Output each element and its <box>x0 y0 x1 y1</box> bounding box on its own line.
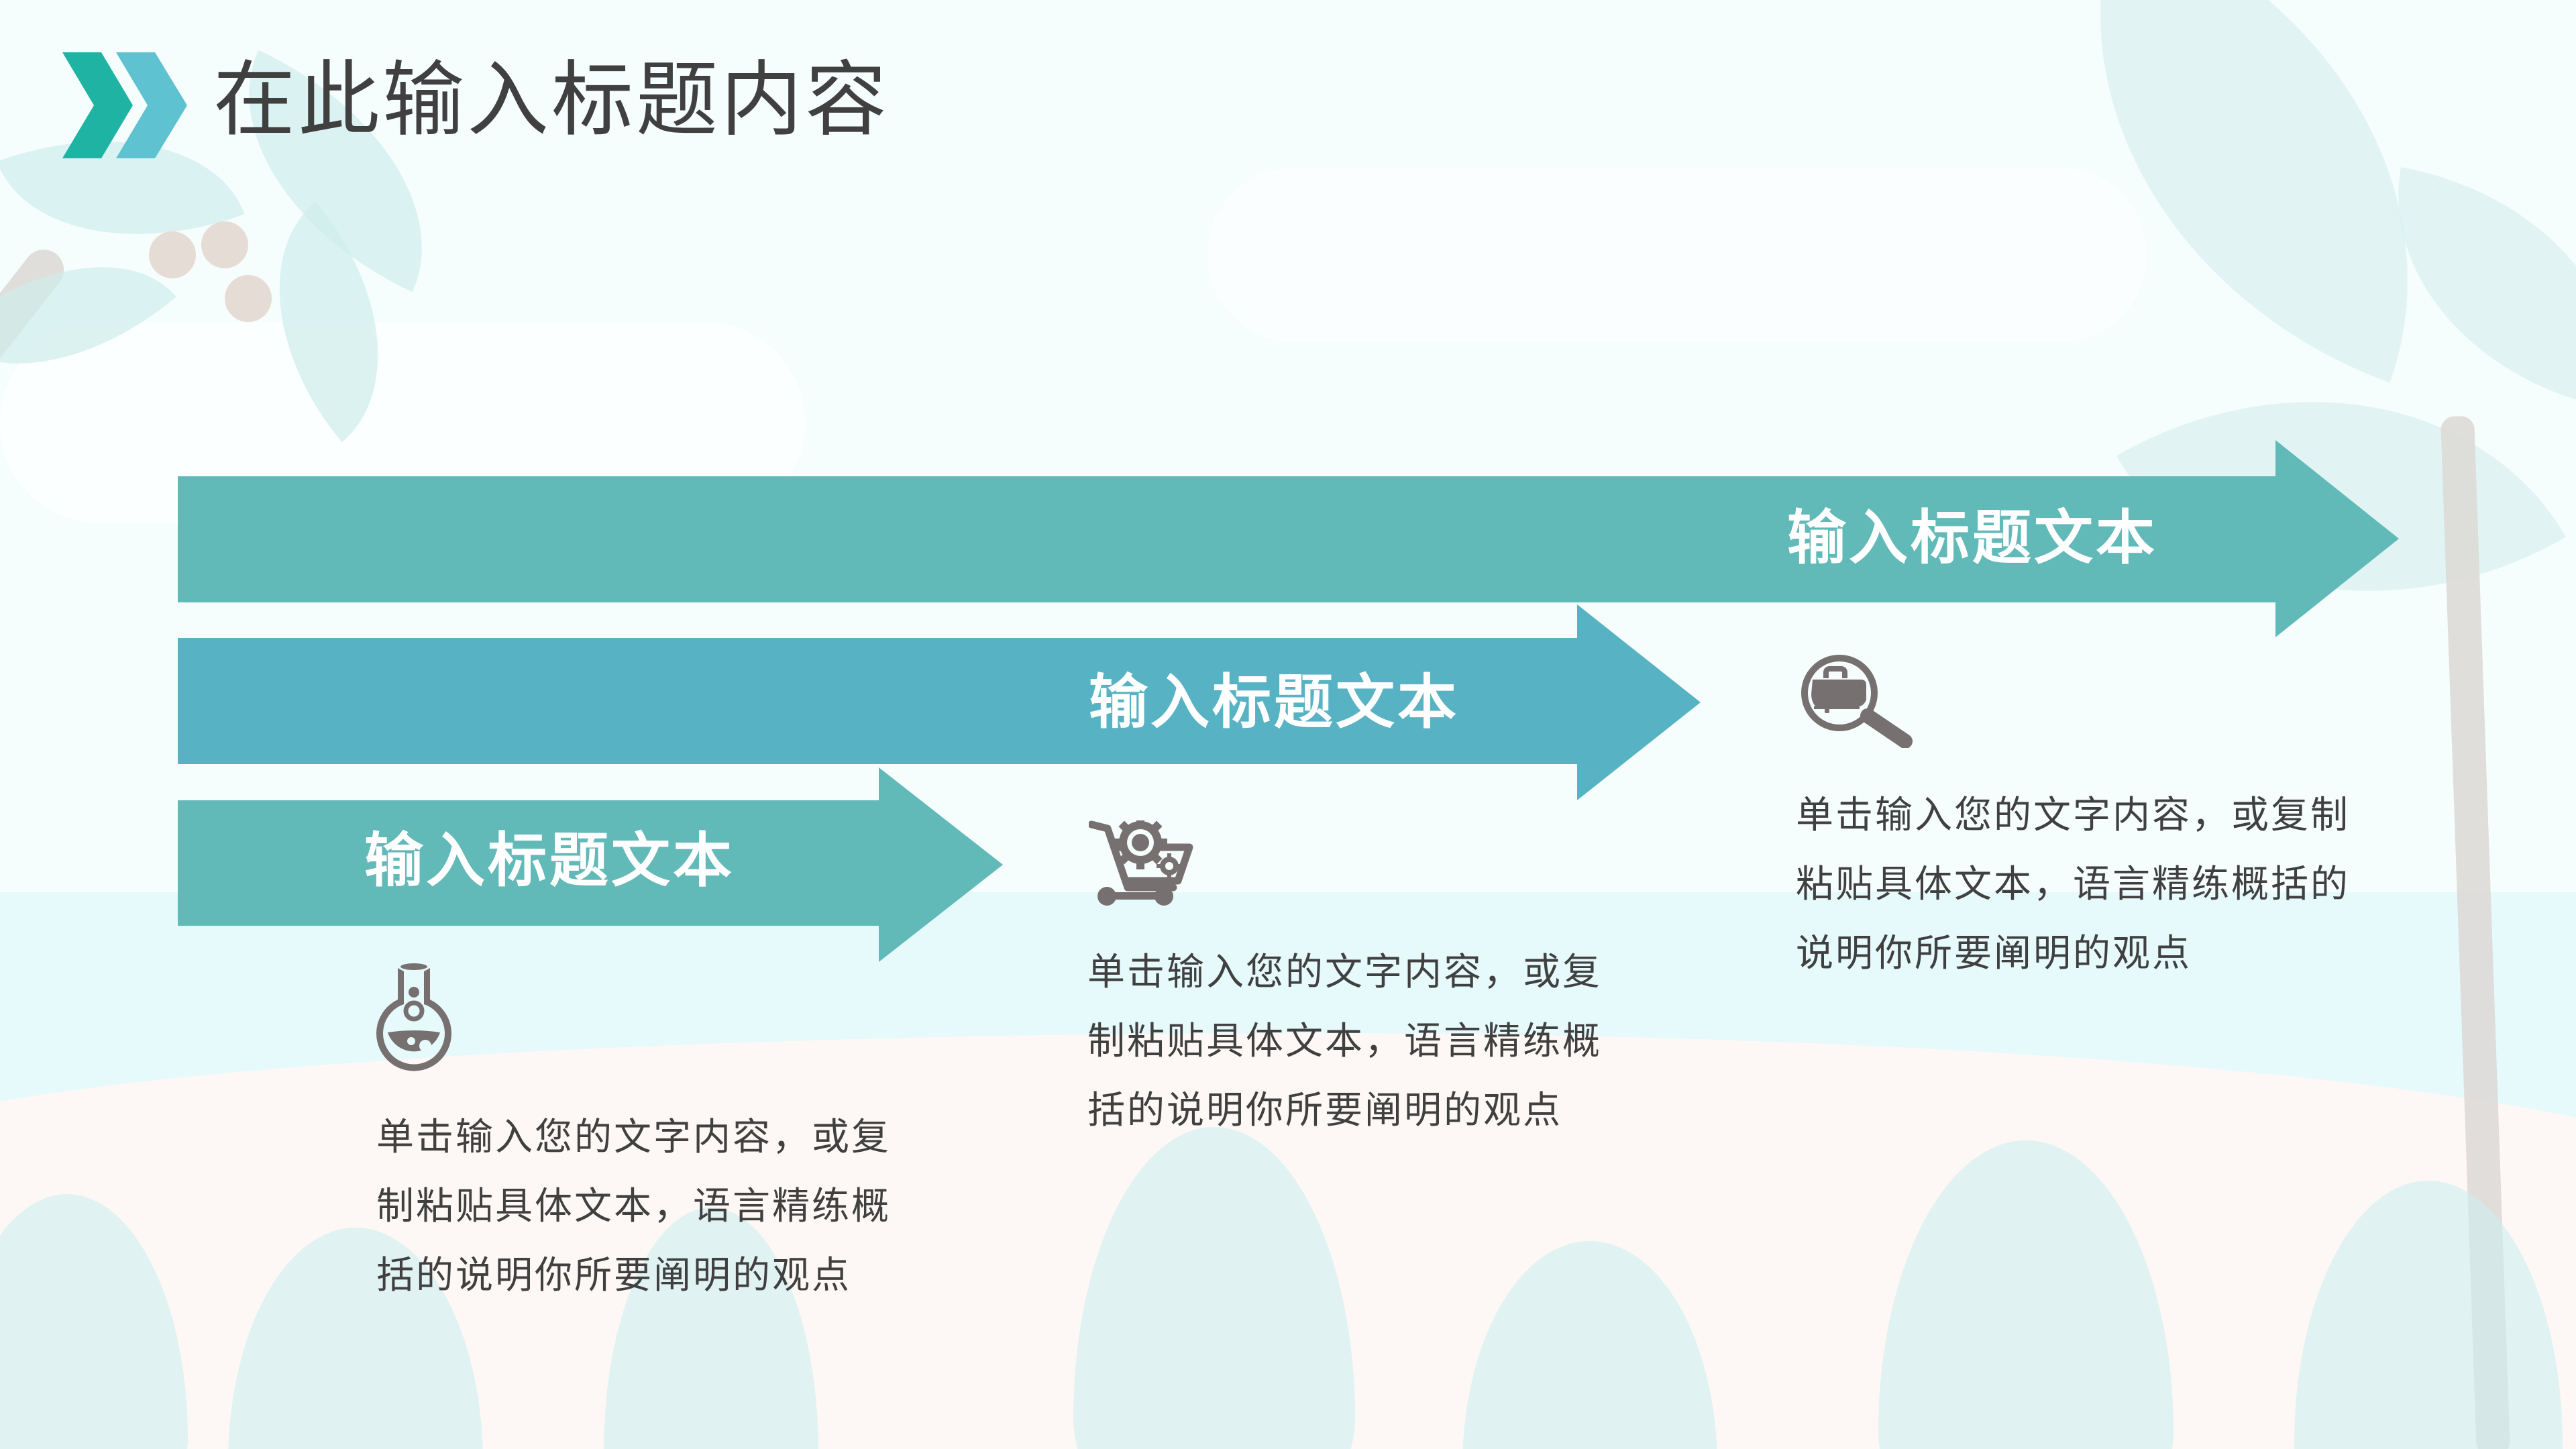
description-line: 括的说明你所要阐明的观点 <box>376 1254 851 1297</box>
shopping-cart-gear-icon <box>1087 816 1195 908</box>
cloud <box>1208 168 2147 342</box>
description-line: 制粘贴具体文本，语言精练概 <box>376 1185 891 1228</box>
step-1-description: 单击输入您的文字内容，或复 制粘贴具体文本，语言精练概 括的说明你所要阐明的观点 <box>376 1103 891 1310</box>
coconut <box>225 275 272 322</box>
arrow-step-1 <box>178 767 1004 963</box>
step-3-description: 单击输入您的文字内容，或复制 粘贴具体文本，语言精练概括的 说明你所要阐明的观点 <box>1796 781 2350 988</box>
description-line: 制粘贴具体文本，语言精练概 <box>1087 1020 1602 1063</box>
description-line: 单击输入您的文字内容，或复 <box>1087 951 1602 994</box>
description-line: 粘贴具体文本，语言精练概括的 <box>1796 863 2350 906</box>
step-2-description: 单击输入您的文字内容，或复 制粘贴具体文本，语言精练概 括的说明你所要阐明的观点 <box>1087 938 1602 1145</box>
arrow-step-2 <box>178 604 1702 801</box>
description-line: 括的说明你所要阐明的观点 <box>1087 1089 1562 1132</box>
magnifier-briefcase-icon <box>1799 653 1915 749</box>
step-1-title: 输入标题文本 <box>364 826 735 895</box>
flask-icon <box>376 963 452 1073</box>
coconut <box>201 221 248 268</box>
title-chevron-icon <box>62 52 190 158</box>
step-3-title: 输入标题文本 <box>1787 503 2158 572</box>
arrow-step-3 <box>178 440 2400 638</box>
description-line: 单击输入您的文字内容，或复 <box>376 1116 891 1159</box>
description-line: 说明你所要阐明的观点 <box>1796 932 2192 975</box>
coconut <box>149 231 196 278</box>
page-title: 在此输入标题内容 <box>213 52 890 148</box>
step-2-title: 输入标题文本 <box>1089 667 1460 737</box>
description-line: 单击输入您的文字内容，或复制 <box>1796 794 2350 837</box>
